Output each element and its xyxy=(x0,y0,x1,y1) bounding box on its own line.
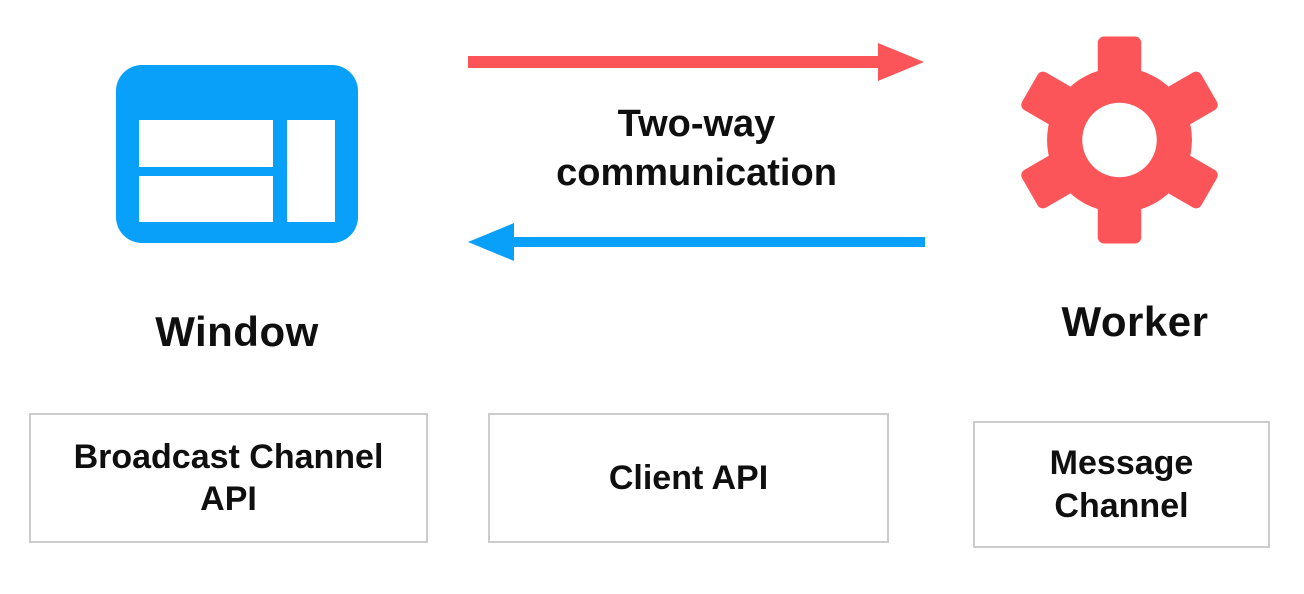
api-box-broadcast-channel: Broadcast Channel API xyxy=(29,413,428,543)
api-box-client-api-label: Client API xyxy=(608,458,769,497)
worker-label: Worker xyxy=(1061,298,1209,345)
window-label: Window xyxy=(155,308,319,355)
api-box-client-api: Client API xyxy=(488,413,889,543)
arrow-left-icon xyxy=(468,223,925,261)
api-box-message-channel-label: Message Channel xyxy=(1049,444,1194,525)
api-box-message-channel: Message Channel xyxy=(973,421,1270,548)
browser-window-icon xyxy=(116,65,358,243)
arrow-right-icon xyxy=(468,43,924,81)
gear-icon xyxy=(1021,36,1218,244)
two-way-communication-label: Two-way communication xyxy=(556,103,837,194)
api-box-broadcast-channel-label: Broadcast Channel API xyxy=(73,437,384,518)
